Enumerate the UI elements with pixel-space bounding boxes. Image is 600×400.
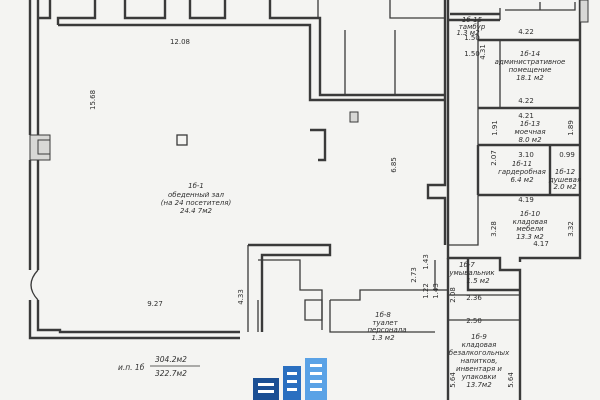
r15-name: тамбур — [459, 23, 486, 31]
dim-3-32: 3.32 — [567, 221, 575, 237]
r10-code: 1б-10 — [520, 210, 541, 218]
dim-4-17: 4.17 — [533, 240, 549, 248]
hall-elements — [176, 100, 447, 333]
hall-area: 24.4 7м2 — [180, 207, 213, 215]
dim-1-43: 1.43 — [422, 254, 430, 270]
dim-4-21: 4.21 — [518, 112, 534, 120]
dim-2-08: 2.08 — [449, 287, 457, 303]
r9-name1: кладовая — [462, 341, 497, 349]
r9-area: 13.7м2 — [466, 381, 492, 389]
dim-2-73: 2.73 — [410, 267, 418, 283]
r13-name: моечная — [514, 128, 545, 136]
hall-capacity: (на 24 посетителя) — [161, 199, 232, 207]
r9-name3: напитков, — [461, 357, 498, 365]
r11-area: 6.4 м2 — [510, 176, 534, 184]
dim-1-50-b: 1.50 — [464, 50, 480, 58]
r7-area: 1.5 м2 — [466, 277, 490, 285]
dim-12-08: 12.08 — [170, 38, 190, 46]
dim-2-36: 2.36 — [466, 294, 482, 302]
top-walls — [38, 0, 445, 102]
dim-4-22-b: 4.22 — [518, 97, 534, 105]
dim-2-07: 2.07 — [490, 150, 498, 166]
r7-name: умывальник — [448, 269, 495, 277]
r9-name4: инвентаря и — [456, 365, 502, 373]
dim-1-89: 1.89 — [567, 120, 575, 136]
r8-code: 1б-8 — [375, 311, 391, 319]
r10-area: 13.3 м2 — [516, 233, 544, 241]
area-totals: и.п. 1б 304.2м2 322.7м2 — [118, 355, 200, 378]
dim-9-27: 9.27 — [147, 300, 163, 308]
r13-code: 1б-13 — [520, 120, 540, 128]
r10-name1: кладовая — [513, 218, 548, 226]
r10-name2: мебели — [516, 225, 544, 233]
total-area-1: 304.2м2 — [155, 355, 187, 364]
service-block — [435, 0, 589, 400]
dim-5-64-b: 5.64 — [507, 372, 515, 388]
r15-code: 1б-15 — [462, 16, 483, 24]
total-area-2: 322.7м2 — [155, 369, 187, 378]
r14-area: 18.1 м2 — [516, 74, 544, 82]
room-labels: 1б-1 обеденный зал (на 24 посетителя) 24… — [161, 16, 581, 389]
r14-name1: административное — [495, 58, 566, 66]
dim-4-33: 4.33 — [237, 289, 245, 305]
r9-code: 1б-9 — [471, 333, 487, 341]
dim-0-99: 0.99 — [559, 151, 575, 159]
r12-name: душевая — [548, 176, 581, 184]
dim-1-22: 1.22 — [422, 283, 430, 299]
dim-2-50: 2.50 — [466, 317, 482, 325]
dim-1-91: 1.91 — [491, 120, 499, 136]
r14-name2: помещение — [509, 66, 552, 74]
dimension-labels: 12.08 15.68 6.85 9.27 4.33 4.22 1.50 4.3… — [89, 28, 575, 388]
hall-name: обеденный зал — [168, 191, 225, 199]
outer-walls — [28, 0, 240, 340]
dim-1-50-a: 1.50 — [464, 34, 480, 42]
dim-3-28: 3.28 — [490, 221, 498, 237]
r8-name2: персонала — [367, 326, 406, 334]
r13-area: 8.0 м2 — [518, 136, 542, 144]
dim-4-31: 4.31 — [479, 44, 487, 60]
dim-4-19: 4.19 — [518, 196, 534, 204]
r9-name5: упаковки — [461, 373, 497, 381]
r12-code: 1б-12 — [555, 168, 576, 176]
column-center — [176, 134, 188, 146]
hall-code: 1б-1 — [188, 182, 204, 190]
r8-area: 1.3 м2 — [371, 334, 395, 342]
building-logo-icon — [253, 358, 327, 400]
plan-label: и.п. 1б — [118, 363, 145, 372]
r11-name: гардеробная — [498, 168, 546, 176]
dim-5-64-a: 5.64 — [449, 372, 457, 388]
r12-area: 2.0 м2 — [553, 183, 577, 191]
dim-1-43-b: 1.43 — [432, 283, 440, 299]
r14-code: 1б-14 — [520, 50, 540, 58]
r8-name1: туалет — [372, 319, 398, 327]
r15-area: 1.3 м2 — [456, 29, 480, 37]
dim-4-22-a: 4.22 — [518, 28, 534, 36]
dim-3-10: 3.10 — [518, 151, 534, 159]
dim-6-85: 6.85 — [390, 157, 398, 173]
r9-name2: безалкогольных — [449, 349, 510, 357]
r7-code: 1б-7 — [459, 261, 475, 269]
r11-code: 1б-11 — [512, 160, 532, 168]
dim-15-68: 15.68 — [89, 90, 97, 110]
